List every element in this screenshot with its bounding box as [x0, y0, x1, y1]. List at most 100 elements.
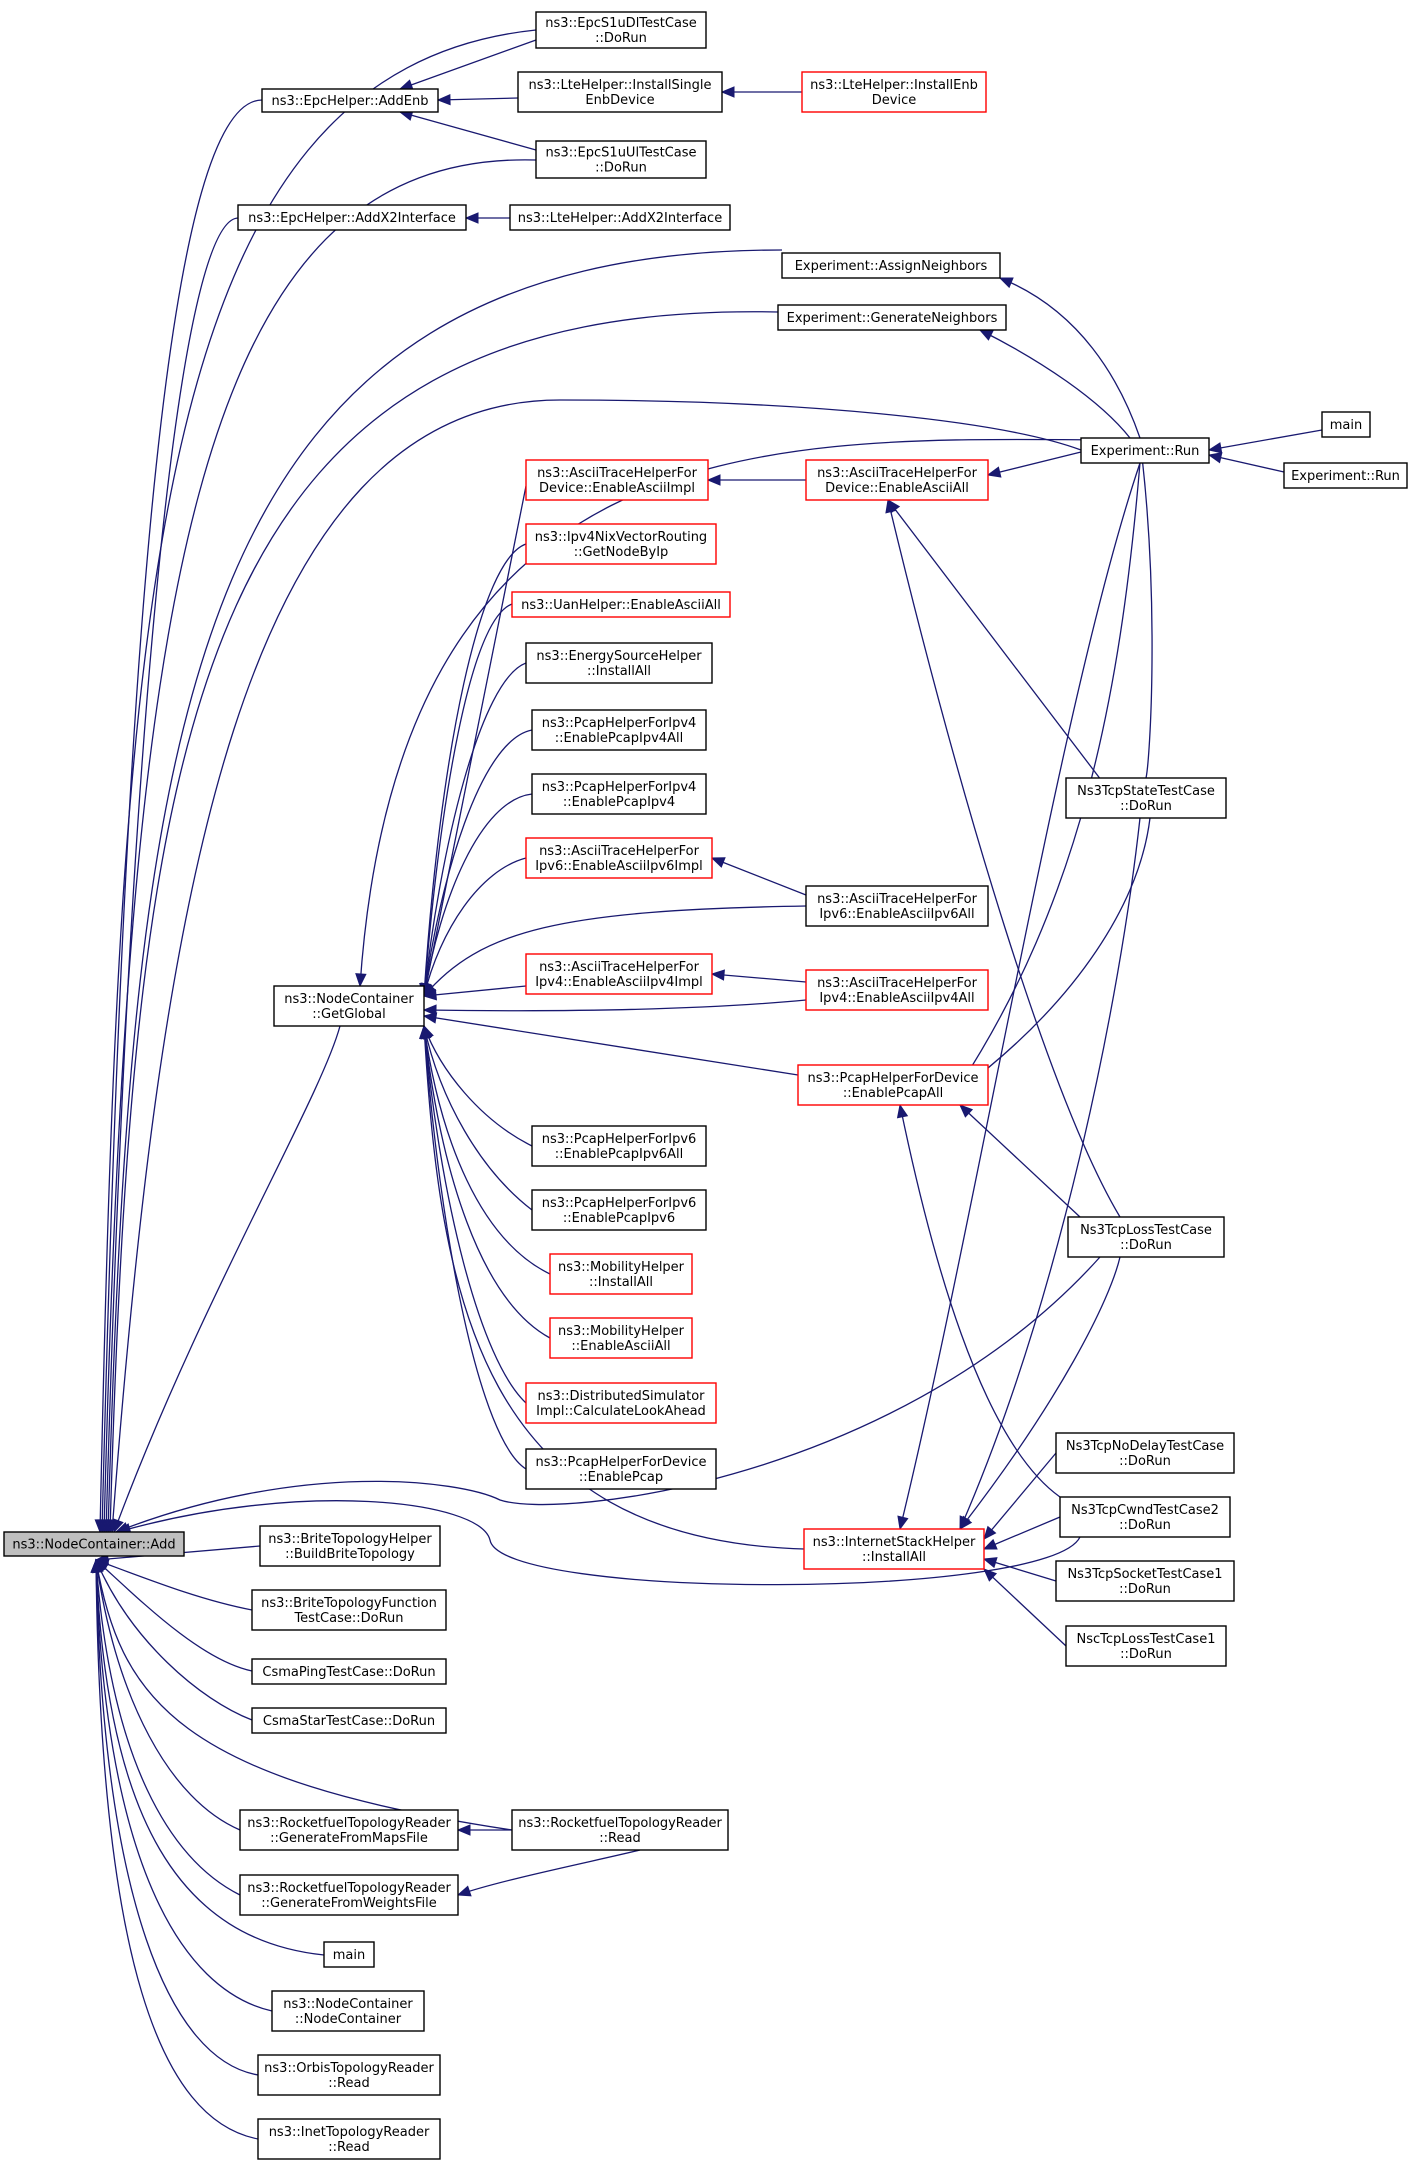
node-box [239, 1874, 459, 1916]
call-edge [899, 1104, 1061, 1498]
node-box [801, 71, 987, 113]
node-pcapDev[interactable]: ns3::PcapHelperForDevice::EnablePcap [525, 1448, 717, 1490]
node-epcAddEnb[interactable]: ns3::EpcHelper::AddEnb [261, 88, 439, 113]
node-asciiIpv6Impl[interactable]: ns3::AsciiTraceHelperForIpv6::EnableAsci… [525, 837, 713, 879]
node-label: Ipv4::EnableAsciiIpv4All [819, 991, 974, 1006]
node-label: CsmaStarTestCase::DoRun [263, 1714, 435, 1729]
edge-arrowhead [1207, 452, 1223, 464]
node-label: ns3::DistributedSimulator [537, 1389, 705, 1404]
node-expRun2[interactable]: Experiment::Run [1283, 462, 1408, 489]
node-nsTcpSocket[interactable]: Ns3TcpSocketTestCase1::DoRun [1055, 1560, 1235, 1602]
node-nodeContainerCtor[interactable]: ns3::NodeContainer::NodeContainer [271, 1990, 425, 2032]
edge-arrowhead [422, 1012, 438, 1024]
node-mobInstall[interactable]: ns3::MobilityHelper::InstallAll [549, 1253, 693, 1295]
node-label: ::GetGlobal [312, 1007, 385, 1022]
node-label: NscTcpLossTestCase1 [1077, 1632, 1216, 1647]
node-briteFunc[interactable]: ns3::BriteTopologyFunctionTestCase::DoRu… [251, 1589, 447, 1631]
edge-arrowhead [710, 969, 725, 981]
call-edge [101, 99, 263, 1533]
node-pcapIpv6All[interactable]: ns3::PcapHelperForIpv6::EnablePcapIpv6Al… [531, 1125, 707, 1167]
node-box [781, 252, 1001, 279]
call-edge [423, 1025, 533, 1211]
node-pcapIpv4All[interactable]: ns3::PcapHelperForIpv4::EnablePcapIpv4Al… [531, 709, 707, 751]
call-edge [899, 462, 1141, 1530]
node-label: ns3::PcapHelperForDevice [808, 1071, 979, 1086]
edge-arrowhead [983, 1525, 997, 1540]
node-label: main [1330, 418, 1362, 433]
node-getGlobal[interactable]: ns3::NodeContainer::GetGlobal [273, 985, 425, 1027]
node-box [805, 885, 989, 927]
node-orbisRead[interactable]: ns3::OrbisTopologyReader::Read [257, 2054, 441, 2096]
node-label: ::GetNodeByIp [574, 545, 669, 560]
node-label: ::DoRun [595, 31, 647, 46]
edge-arrowhead [978, 329, 994, 341]
node-box [525, 642, 713, 684]
node-distSim[interactable]: ns3::DistributedSimulatorImpl::Calculate… [525, 1382, 717, 1424]
node-asciiDevImpl[interactable]: ns3::AsciiTraceHelperForDevice::EnableAs… [525, 459, 709, 501]
node-epcS1uUl[interactable]: ns3::EpcS1uUlTestCase::DoRun [535, 140, 707, 179]
node-epcS1uDl[interactable]: ns3::EpcS1uDlTestCase::DoRun [535, 11, 707, 49]
node-briteBuild[interactable]: ns3::BriteTopologyHelper::BuildBriteTopo… [259, 1525, 441, 1567]
node-box [257, 2118, 441, 2160]
node-lteAddX2[interactable]: ns3::LteHelper::AddX2Interface [509, 204, 731, 231]
node-internetStack[interactable]: ns3::InternetStackHelper::InstallAll [803, 1528, 985, 1570]
node-box [271, 1990, 425, 2032]
node-expGenerate[interactable]: Experiment::GenerateNeighbors [777, 304, 1007, 331]
edge-arrowhead [398, 79, 414, 91]
node-ipv4Nix[interactable]: ns3::Ipv4NixVectorRouting::GetNodeByIp [525, 523, 717, 565]
node-rocketRead[interactable]: ns3::RocketfuelTopologyReader::Read [511, 1809, 729, 1851]
node-csmaPing[interactable]: CsmaPingTestCase::DoRun [251, 1658, 447, 1685]
nodes-layer: ns3::NodeContainer::Add ns3::EpcS1uDlTest… [3, 11, 1408, 2160]
call-edge [423, 985, 527, 997]
node-box [525, 1448, 717, 1490]
node-mobAscii[interactable]: ns3::MobilityHelper::EnableAsciiAll [549, 1317, 693, 1359]
node-epcAddX2[interactable]: ns3::EpcHelper::AddX2Interface [237, 204, 467, 231]
node-expAssign[interactable]: Experiment::AssignNeighbors [781, 252, 1001, 279]
node-box [323, 1941, 375, 1968]
edge-arrowhead [436, 93, 451, 106]
node-rocketMaps[interactable]: ns3::RocketfuelTopologyReader::GenerateF… [239, 1809, 459, 1851]
node-label: Ns3TcpLossTestCase [1080, 1223, 1212, 1238]
node-label: ns3::EnergySourceHelper [536, 649, 702, 664]
node-label: CsmaPingTestCase::DoRun [262, 1665, 435, 1680]
node-asciiIpv4All[interactable]: ns3::AsciiTraceHelperForIpv4::EnableAsci… [805, 969, 989, 1011]
node-asciiIpv4Impl[interactable]: ns3::AsciiTraceHelperForIpv4::EnableAsci… [525, 953, 713, 995]
node-box [525, 1382, 717, 1424]
call-edge [113, 1025, 341, 1533]
node-box [531, 1125, 707, 1167]
node-label: ns3::EpcHelper::AddEnb [271, 94, 428, 109]
node-box [251, 1707, 447, 1734]
node-asciiIpv6All[interactable]: ns3::AsciiTraceHelperForIpv6::EnableAsci… [805, 885, 989, 927]
node-asciiDevAll[interactable]: ns3::AsciiTraceHelperForDevice::EnableAs… [805, 459, 989, 501]
node-label: ns3::LteHelper::InstallSingle [529, 78, 712, 93]
node-nsTcpLoss[interactable]: Ns3TcpLossTestCase::DoRun [1067, 1216, 1225, 1258]
node-nsTcpCwnd[interactable]: Ns3TcpCwndTestCase2::DoRun [1059, 1496, 1231, 1538]
node-nscTcpLoss[interactable]: NscTcpLossTestCase1::DoRun [1065, 1625, 1227, 1667]
node-label: ns3::AsciiTraceHelperFor [817, 892, 978, 907]
node-pcapIpv4[interactable]: ns3::PcapHelperForIpv4::EnablePcapIpv4 [531, 773, 707, 815]
node-expRun[interactable]: Experiment::Run [1080, 437, 1210, 464]
edge-arrowhead [710, 857, 726, 868]
node-label: ns3::RocketfuelTopologyReader [247, 1881, 451, 1896]
node-label: ns3::PcapHelperForIpv4 [542, 780, 697, 795]
node-root[interactable]: ns3::NodeContainer::Add [3, 1531, 185, 1557]
node-rocketWeights[interactable]: ns3::RocketfuelTopologyReader::GenerateF… [239, 1874, 459, 1916]
node-pcapDevAll[interactable]: ns3::PcapHelperForDevice::EnablePcapAll [797, 1064, 989, 1106]
call-edge [95, 1559, 259, 2140]
node-csmaStar[interactable]: CsmaStarTestCase::DoRun [251, 1707, 447, 1734]
node-nsTcpState[interactable]: Ns3TcpStateTestCase::DoRun [1065, 777, 1227, 819]
node-label: Device::EnableAsciiAll [825, 481, 969, 496]
node-pcapIpv6[interactable]: ns3::PcapHelperForIpv6::EnablePcapIpv6 [531, 1189, 707, 1231]
edge-arrowhead [418, 1024, 431, 1039]
node-mainTop[interactable]: main [1321, 411, 1371, 438]
node-mainBottom[interactable]: main [323, 1941, 375, 1968]
node-label: ::InstallAll [862, 1550, 926, 1565]
edge-arrowhead [456, 1824, 471, 1836]
node-energySource[interactable]: ns3::EnergySourceHelper::InstallAll [525, 642, 713, 684]
node-box [237, 204, 467, 231]
node-uanHelper[interactable]: ns3::UanHelper::EnableAsciiAll [511, 591, 731, 618]
node-inetRead[interactable]: ns3::InetTopologyReader::Read [257, 2118, 441, 2160]
node-nsTcpNoDelay[interactable]: Ns3TcpNoDelayTestCase::DoRun [1055, 1432, 1235, 1474]
